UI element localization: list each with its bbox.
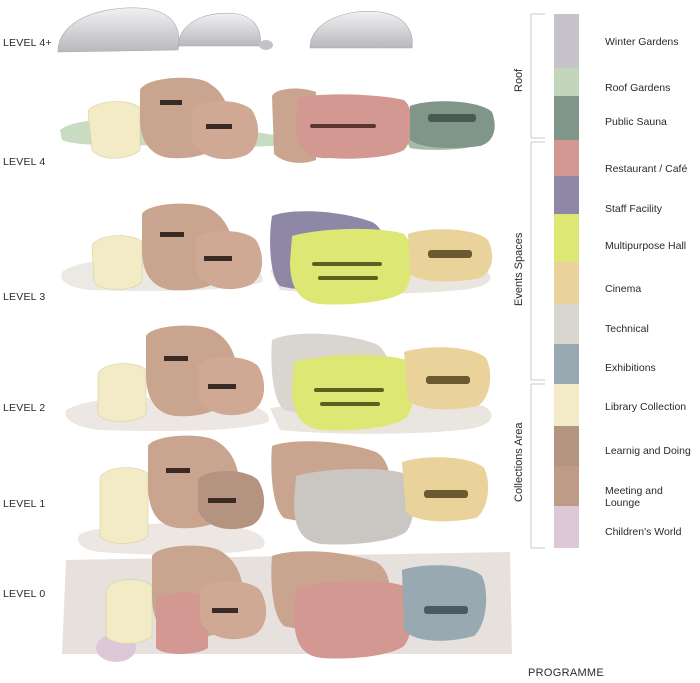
volume-cinema — [402, 457, 489, 522]
volume-restaurant — [156, 592, 208, 654]
legend-group-events: Events Spaces — [513, 232, 525, 306]
legend-swatch — [554, 68, 579, 96]
winter-garden-dome — [177, 12, 261, 47]
legend-brackets — [530, 13, 545, 549]
legend-swatch — [554, 176, 579, 214]
level-label: LEVEL 2 — [3, 402, 46, 414]
volume-multipurpose — [290, 228, 413, 305]
volume-library — [87, 101, 141, 159]
volume-library — [105, 579, 153, 644]
volume-meeting — [192, 101, 259, 160]
legend-item: Staff Facility — [605, 203, 662, 215]
legend-swatch — [554, 304, 579, 344]
volume-exhibitions — [402, 565, 487, 641]
legend-item: Roof Gardens — [605, 82, 671, 94]
level-1-volumes — [78, 435, 489, 555]
level-label: LEVEL 3 — [3, 291, 46, 303]
volume-sauna — [410, 101, 495, 148]
level-2-volumes — [65, 325, 492, 434]
legend-swatch — [554, 426, 579, 466]
volume-library — [99, 467, 149, 544]
legend-group-roof: Roof — [513, 68, 525, 92]
level-label: LEVEL 0 — [3, 588, 46, 600]
winter-garden-dome — [309, 11, 413, 49]
legend-item: Library Collection — [605, 401, 687, 413]
legend-swatch — [554, 14, 579, 68]
legend-swatch — [554, 214, 579, 262]
legend-item: Learnig and Doing — [605, 445, 691, 457]
legend-swatch — [554, 466, 579, 506]
legend-item: Cinema — [605, 283, 642, 295]
legend-item: Children's World — [605, 526, 682, 538]
legend-item: Multipurpose Hall — [605, 240, 687, 252]
legend-item: Technical — [605, 323, 649, 335]
legend-swatch — [554, 344, 579, 384]
volume-library — [97, 363, 147, 422]
level-label: LEVEL 4+ — [3, 37, 52, 49]
legend-item: Public Sauna — [605, 116, 667, 128]
legend-swatch — [554, 262, 579, 304]
volume-restaurant — [294, 580, 413, 659]
legend-item: Winter Gardens — [605, 36, 679, 48]
legend-swatches — [554, 14, 579, 548]
volume-multipurpose — [292, 354, 415, 431]
level-label: LEVEL 4 — [3, 156, 46, 168]
legend-swatch — [554, 96, 579, 140]
legend-swatch — [554, 506, 579, 548]
level-4plus-volumes — [57, 7, 413, 53]
legend-item: Restaurant / Café — [605, 163, 688, 175]
level-4-volumes — [60, 77, 495, 163]
legend-item: Exhibitions — [605, 362, 656, 374]
legend-item: Meeting and Lounge — [605, 485, 663, 509]
winter-garden-dome — [57, 7, 180, 53]
legend-swatch — [554, 384, 579, 426]
legend-group-collections: Collections Area — [513, 422, 525, 503]
level-0-volumes — [62, 545, 512, 662]
volume-technical — [294, 468, 415, 545]
level-3-volumes — [61, 203, 493, 305]
winter-garden-dome — [259, 40, 273, 50]
level-label: LEVEL 1 — [3, 498, 46, 510]
programme-title: PROGRAMME — [528, 667, 605, 679]
legend-swatch — [554, 140, 579, 176]
volume-library — [91, 235, 143, 290]
